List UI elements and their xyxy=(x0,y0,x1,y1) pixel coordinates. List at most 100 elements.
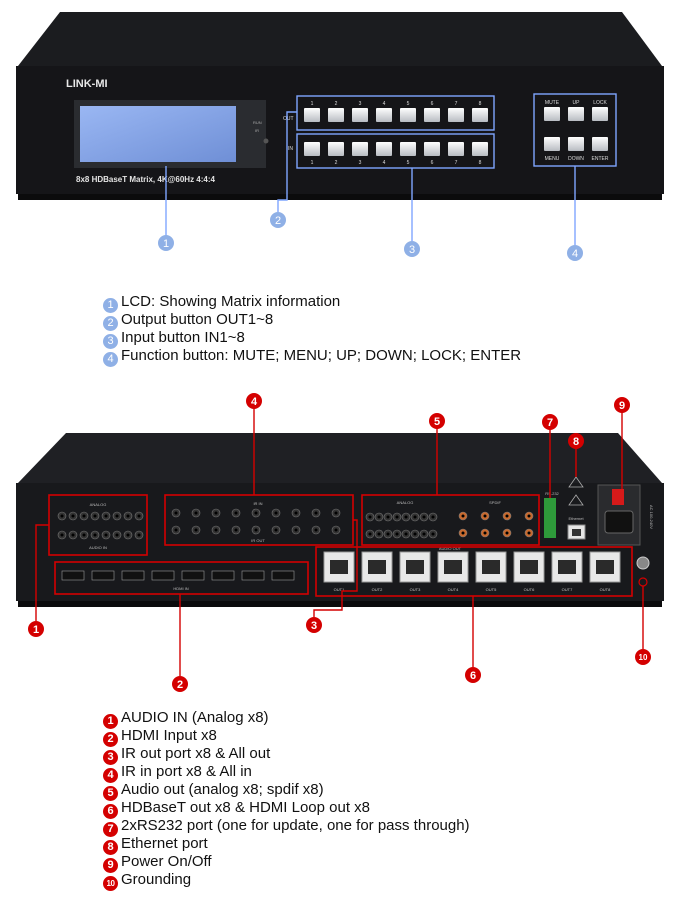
audio-in-jack-hole xyxy=(82,533,86,537)
in-button-3[interactable] xyxy=(352,142,368,156)
ir-jack-hole xyxy=(314,511,318,515)
output-label: OUT5 xyxy=(486,587,497,592)
out-button-1[interactable] xyxy=(304,108,320,122)
out-button-3[interactable] xyxy=(352,108,368,122)
output-label: OUT1 xyxy=(334,587,345,592)
function-label: DOWN xyxy=(568,156,584,162)
in-button-number: 3 xyxy=(359,160,362,166)
legend-badge: 9 xyxy=(103,858,118,873)
audio-out-frame xyxy=(361,494,540,546)
rj45-port-slot xyxy=(482,560,500,574)
out-button-2[interactable] xyxy=(328,108,344,122)
lock-button[interactable] xyxy=(592,107,608,121)
hdmi-in-port xyxy=(151,570,175,581)
rear-callout-8: 8 xyxy=(568,433,584,449)
spdif-jack-hole xyxy=(461,514,465,518)
lcd-screen xyxy=(80,106,236,162)
out-button-8[interactable] xyxy=(472,108,488,122)
hdmi-in-port xyxy=(61,570,85,581)
audio-in-jack-hole xyxy=(93,514,97,518)
callout-badge-2 xyxy=(270,212,286,228)
legend-badge: 2 xyxy=(103,316,118,331)
enter-button[interactable] xyxy=(592,137,608,151)
out-button-4[interactable] xyxy=(376,108,392,122)
rj45-port-slot xyxy=(406,560,424,574)
in-button-2[interactable] xyxy=(328,142,344,156)
callout-text-3: 3 xyxy=(409,244,415,256)
in-button-number: 8 xyxy=(479,160,482,166)
rear-callout-5: 5 xyxy=(429,413,445,429)
legend-text: Function button: MUTE; MENU; UP; DOWN; L… xyxy=(121,347,522,364)
in-button-4[interactable] xyxy=(376,142,392,156)
mute-button[interactable] xyxy=(544,107,560,121)
menu-button[interactable] xyxy=(544,137,560,151)
audio-out-jack-hole xyxy=(386,515,390,519)
output-label: OUT8 xyxy=(600,587,611,592)
legend-badge: 1 xyxy=(103,298,118,313)
audio-out-jack-hole xyxy=(404,515,408,519)
audio-out-label: AUDIO OUT xyxy=(439,546,462,551)
legend-badge: 5 xyxy=(103,786,118,801)
in-button-number: 6 xyxy=(431,160,434,166)
spdif-jack-hole xyxy=(483,514,487,518)
chassis-top xyxy=(18,12,662,66)
audio-in-analog-label: ANALOG xyxy=(90,502,107,507)
out-button-5[interactable] xyxy=(400,108,416,122)
hdmi-in-label: HDMI IN xyxy=(173,586,188,591)
legend-badge: 10 xyxy=(103,876,118,891)
audio-out-jack-hole xyxy=(431,515,435,519)
legend-text: Output button OUT1~8 xyxy=(121,311,274,328)
ir-jack-hole xyxy=(254,528,258,532)
hdmi-in-port xyxy=(91,570,115,581)
legend-text: AUDIO IN (Analog x8) xyxy=(121,709,269,726)
svg-text:9: 9 xyxy=(619,400,625,412)
ir-jack-hole xyxy=(174,528,178,532)
rear-callout-2: 2 xyxy=(172,676,188,692)
in-button-8[interactable] xyxy=(472,142,488,156)
hdmi-in-port xyxy=(181,570,205,581)
down-button[interactable] xyxy=(568,137,584,151)
audio-out-jack-hole xyxy=(404,532,408,536)
power-label: AC 100-240V xyxy=(649,505,654,529)
svg-text:2: 2 xyxy=(177,679,183,691)
out-button-7[interactable] xyxy=(448,108,464,122)
warning-icon xyxy=(568,494,584,506)
out-button-number: 1 xyxy=(311,101,314,107)
legend-text: Power On/Off xyxy=(121,853,212,870)
svg-text:1: 1 xyxy=(33,624,39,636)
output-label: OUT2 xyxy=(372,587,383,592)
up-button[interactable] xyxy=(568,107,584,121)
callout-text-4: 4 xyxy=(572,248,578,260)
in-button-5[interactable] xyxy=(400,142,416,156)
callout-text-2: 2 xyxy=(275,215,281,227)
spdif-jack-hole xyxy=(527,514,531,518)
rear-callout-6: 6 xyxy=(465,667,481,683)
in-button-1[interactable] xyxy=(304,142,320,156)
ir-jack-hole xyxy=(174,511,178,515)
out-button-6[interactable] xyxy=(424,108,440,122)
in-button-number: 2 xyxy=(335,160,338,166)
callout-badge-4 xyxy=(567,245,583,261)
audio-out-jack-hole xyxy=(386,532,390,536)
legend-text: Audio out (analog x8; spdif x8) xyxy=(121,781,324,798)
audio-out-jacks xyxy=(365,511,534,539)
hdmi-in-port xyxy=(241,570,265,581)
rear-callout-10: 10 xyxy=(635,649,651,665)
audio-in-jack-hole xyxy=(104,514,108,518)
function-label: MUTE xyxy=(545,100,560,106)
out-button-number: 8 xyxy=(479,101,482,107)
audio-out-jack-hole xyxy=(377,515,381,519)
audio-in-jacks xyxy=(57,511,144,540)
in-button-6[interactable] xyxy=(424,142,440,156)
rs232-label: RS-232 xyxy=(545,491,559,496)
in-button-frame xyxy=(296,133,495,169)
rs232-terminal xyxy=(544,498,556,538)
audio-in-jack-hole xyxy=(60,514,64,518)
out-button-number: 3 xyxy=(359,101,362,107)
warning-icon xyxy=(568,476,584,488)
rj45-port-slot xyxy=(558,560,576,574)
in-button-7[interactable] xyxy=(448,142,464,156)
power-inlet xyxy=(604,510,634,534)
svg-text:8: 8 xyxy=(573,436,579,448)
